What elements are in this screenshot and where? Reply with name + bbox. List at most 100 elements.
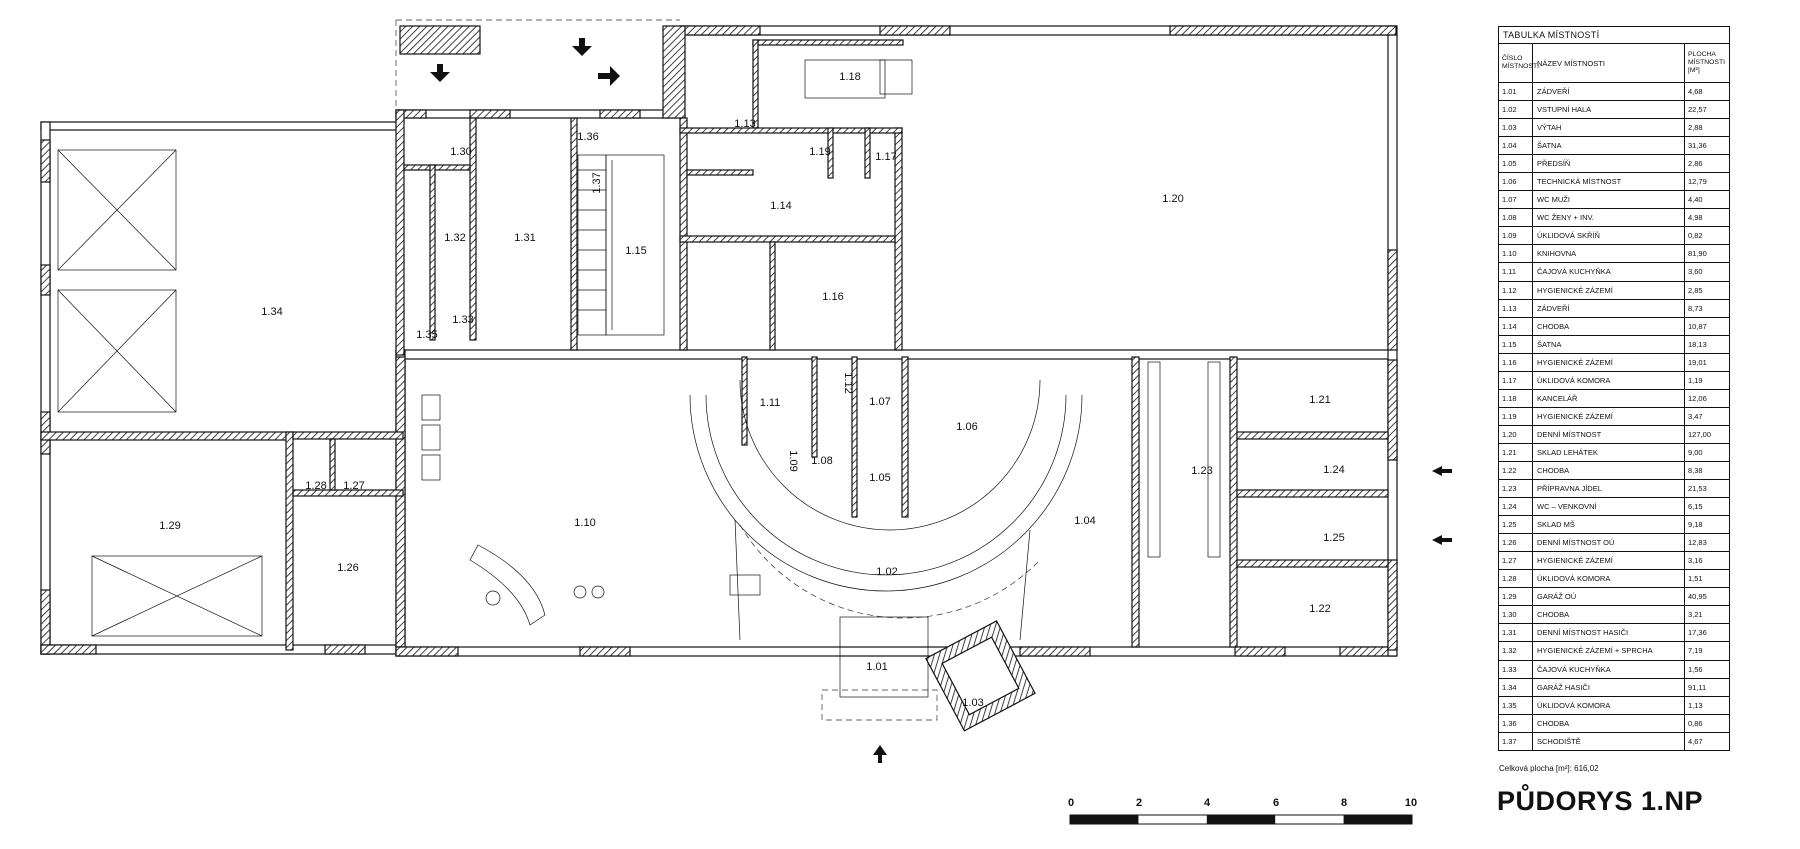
room-label-1.08: 1.08 xyxy=(811,455,832,467)
room-name-cell: ÚKLIDOVÁ KOMORA xyxy=(1533,696,1685,714)
drawing-title: PŮDORYS 1.NP xyxy=(1497,786,1704,816)
room-number-cell: 1.25 xyxy=(1499,516,1533,534)
room-area-cell: 1,19 xyxy=(1688,375,1703,385)
room-number-cell: 1.37 xyxy=(1499,732,1533,750)
room-label-1.10: 1.10 xyxy=(574,517,595,529)
room-area-cell: 4,67 xyxy=(1688,736,1703,746)
room-name-cell: PŘEDSÍŇ xyxy=(1533,155,1685,173)
room-label-1.18: 1.18 xyxy=(839,71,860,83)
room-area-cell: 12,06 xyxy=(1688,393,1707,403)
room-label-1.03: 1.03 xyxy=(962,697,983,709)
room-area-cell: 4,40 xyxy=(1688,195,1703,205)
room-label-1.06: 1.06 xyxy=(956,421,977,433)
room-label-1.05: 1.05 xyxy=(869,472,890,484)
room-area-cell: 81,90 xyxy=(1688,249,1707,259)
room-label-1.11: 1.11 xyxy=(760,397,781,409)
room-name-cell: DENNÍ MÍSTNOST xyxy=(1533,425,1685,443)
room-area-cell: 12,83 xyxy=(1688,538,1707,548)
scale-tick-6: 6 xyxy=(1273,797,1279,809)
room-name-cell: DENNÍ MÍSTNOST HASIČI xyxy=(1533,624,1685,642)
room-number-cell: 1.32 xyxy=(1499,642,1533,660)
header-room-name: NÁZEV MÍSTNOSTI xyxy=(1533,44,1685,82)
room-name-cell: GARÁŽ OÚ xyxy=(1533,588,1685,606)
curved-hall xyxy=(689,379,1083,641)
room-area-cell: 4,98 xyxy=(1688,213,1703,223)
room-number-cell: 1.20 xyxy=(1499,425,1533,443)
room-name-cell: WC MUŽI xyxy=(1533,191,1685,209)
room-number-cell: 1.05 xyxy=(1499,155,1533,173)
room-name-cell: VSTUPNÍ HALA xyxy=(1533,101,1685,119)
room-labels: 1.01 1.02 1.03 1.04 1.05 1.06 1.07 1.08 … xyxy=(159,71,1344,709)
room-area-cell: 3,16 xyxy=(1688,556,1703,566)
room-area-cell: 3,21 xyxy=(1688,610,1703,620)
room-label-1.29: 1.29 xyxy=(159,520,180,532)
room-area-cell: 91,11 xyxy=(1688,682,1707,692)
room-label-1.02: 1.02 xyxy=(876,566,897,578)
room-name-cell: WC – VENKOVNÍ xyxy=(1533,498,1685,516)
room-name-cell: CHODBA xyxy=(1533,461,1685,480)
room-area-cell: 0,86 xyxy=(1688,718,1703,728)
room-number-cell: 1.07 xyxy=(1499,191,1533,209)
room-number-cell: 1.15 xyxy=(1499,335,1533,353)
header-room-area: PLOCHA MÍSTNOSTI [m²] xyxy=(1688,51,1726,74)
room-area-cell: 3,47 xyxy=(1688,411,1703,421)
room-name-cell: KNIHOVNA xyxy=(1533,245,1685,263)
room-label-1.01: 1.01 xyxy=(866,661,887,673)
room-label-1.04: 1.04 xyxy=(1074,515,1095,527)
room-label-1.13: 1.13 xyxy=(734,118,755,130)
room-name-cell: TECHNICKÁ MÍSTNOST xyxy=(1533,173,1685,191)
room-number-cell: 1.18 xyxy=(1499,389,1533,407)
room-number-cell: 1.35 xyxy=(1499,696,1533,714)
room-number-cell: 1.11 xyxy=(1499,263,1533,281)
room-label-1.25: 1.25 xyxy=(1323,532,1344,544)
room-number-cell: 1.01 xyxy=(1499,83,1533,101)
fixtures xyxy=(421,59,1221,626)
room-number-cell: 1.36 xyxy=(1499,714,1533,732)
room-area-cell: 40,95 xyxy=(1688,592,1707,602)
room-area-cell: 18,13 xyxy=(1688,339,1707,349)
room-area-cell: 21,53 xyxy=(1688,484,1707,494)
room-number-cell: 1.09 xyxy=(1499,227,1533,245)
room-name-cell: CHODBA xyxy=(1533,714,1685,732)
room-label-1.22: 1.22 xyxy=(1309,603,1330,615)
room-area-cell: 12,79 xyxy=(1688,177,1707,187)
room-name-cell: VÝTAH xyxy=(1533,119,1685,137)
room-label-1.31: 1.31 xyxy=(514,232,535,244)
room-name-cell: ÚKLIDOVÁ KOMORA xyxy=(1533,371,1685,389)
room-number-cell: 1.29 xyxy=(1499,588,1533,606)
room-name-cell: SKLAD MŠ xyxy=(1533,516,1685,534)
garage-markings xyxy=(57,19,680,637)
room-area-cell: 19,01 xyxy=(1688,357,1707,367)
room-label-1.19: 1.19 xyxy=(809,146,830,158)
room-area-cell: 17,36 xyxy=(1688,628,1707,638)
room-name-cell: ÚKLIDOVÁ SKŘÍŇ xyxy=(1533,227,1685,245)
room-label-1.07: 1.07 xyxy=(869,396,890,408)
scale-tick-10: 10 xyxy=(1405,797,1417,809)
room-area-cell: 2,88 xyxy=(1688,123,1703,133)
room-label-1.28: 1.28 xyxy=(305,480,326,492)
room-label-1.21: 1.21 xyxy=(1309,394,1330,406)
room-name-cell: ÚKLIDOVÁ KOMORA xyxy=(1533,570,1685,588)
room-number-cell: 1.24 xyxy=(1499,498,1533,516)
room-area-cell: 3,60 xyxy=(1688,267,1703,277)
room-number-cell: 1.27 xyxy=(1499,552,1533,570)
room-label-1.15: 1.15 xyxy=(625,245,646,257)
